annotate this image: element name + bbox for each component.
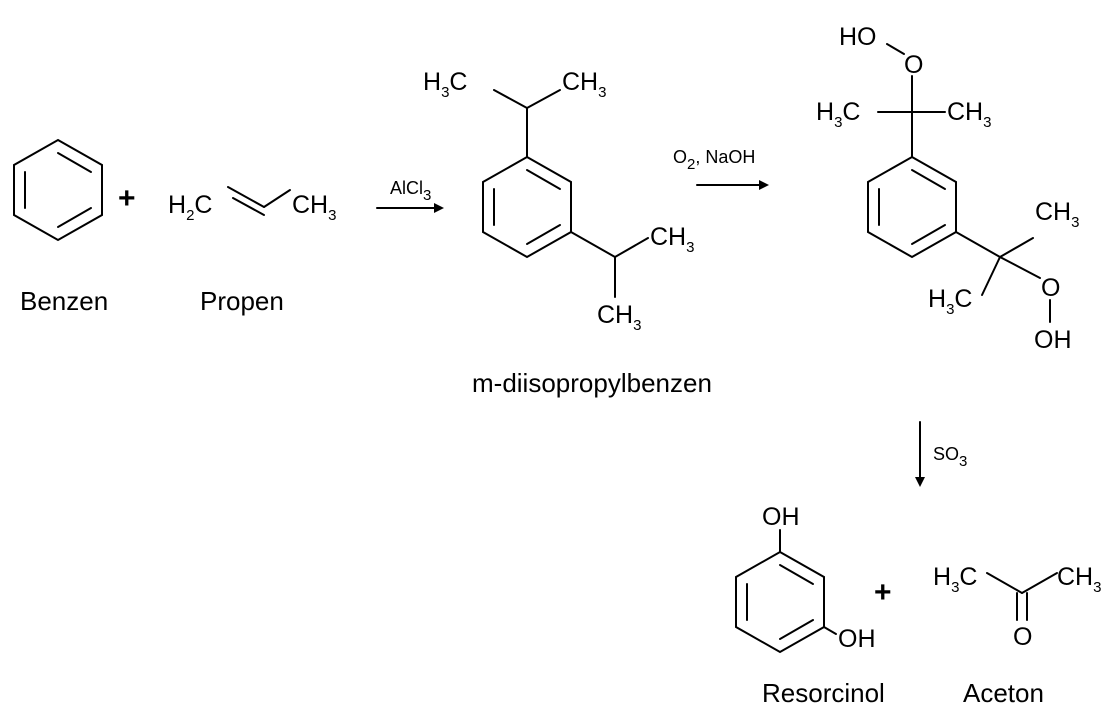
propene-ch3-label: CH3: [292, 191, 336, 224]
intermediate2-o-top: O: [904, 51, 923, 79]
benzene-name: Benzen: [20, 286, 108, 316]
reagent-so3: SO3: [933, 444, 967, 470]
acetone-oxygen-label: O: [1013, 623, 1032, 651]
intermediate2-oh-side: OH: [1034, 326, 1072, 354]
intermediate2-o-side: O: [1041, 274, 1060, 302]
resorcinol-oh-top: OH: [762, 503, 800, 531]
resorcinol-structure: [735, 529, 837, 654]
m-diisopropylbenzene-structure: [482, 89, 649, 298]
propene-h2c-label: H2C: [168, 191, 212, 224]
intermediate2-ch3-top: CH3: [947, 98, 991, 131]
intermediate2-h3c-side: H3C: [928, 285, 972, 318]
intermediate1-name: m-diisopropylbenzen: [472, 368, 712, 398]
acetone-ch3-label: CH3: [1057, 563, 1101, 596]
reaction-arrow-2: [696, 180, 769, 190]
intermediate2-h3c-top: H3C: [816, 98, 860, 131]
acetone-h3c-label: H3C: [933, 563, 977, 596]
reaction-arrow-1: [376, 203, 444, 213]
reagent-o2-naoh: O2, NaOH: [673, 147, 755, 173]
intermediate2-ch3-side: CH3: [1035, 198, 1079, 231]
acetone-name: Aceton: [963, 678, 1044, 708]
reaction-arrow-3: [915, 421, 925, 487]
intermediate1-ch3-bottom: CH3: [597, 301, 641, 334]
dihydroperoxide-structure: [867, 43, 1051, 323]
resorcinol-name: Resorcinol: [762, 678, 885, 708]
acetone-structure: [986, 572, 1058, 621]
intermediate1-ch3-top: CH3: [562, 68, 606, 101]
resorcinol-oh-bottom: OH: [838, 625, 876, 653]
benzene-structure: [13, 138, 103, 242]
reagent-alcl3: AlCl3: [390, 178, 431, 204]
plus-sign-2: +: [874, 576, 892, 609]
intermediate1-h3c-top: H3C: [423, 68, 467, 101]
plus-sign-1: +: [118, 182, 136, 215]
propene-name: Propen: [200, 286, 284, 316]
propene-structure: [227, 186, 291, 216]
intermediate1-ch3-side: CH3: [650, 223, 694, 256]
intermediate2-ho-top: HO: [839, 23, 877, 51]
